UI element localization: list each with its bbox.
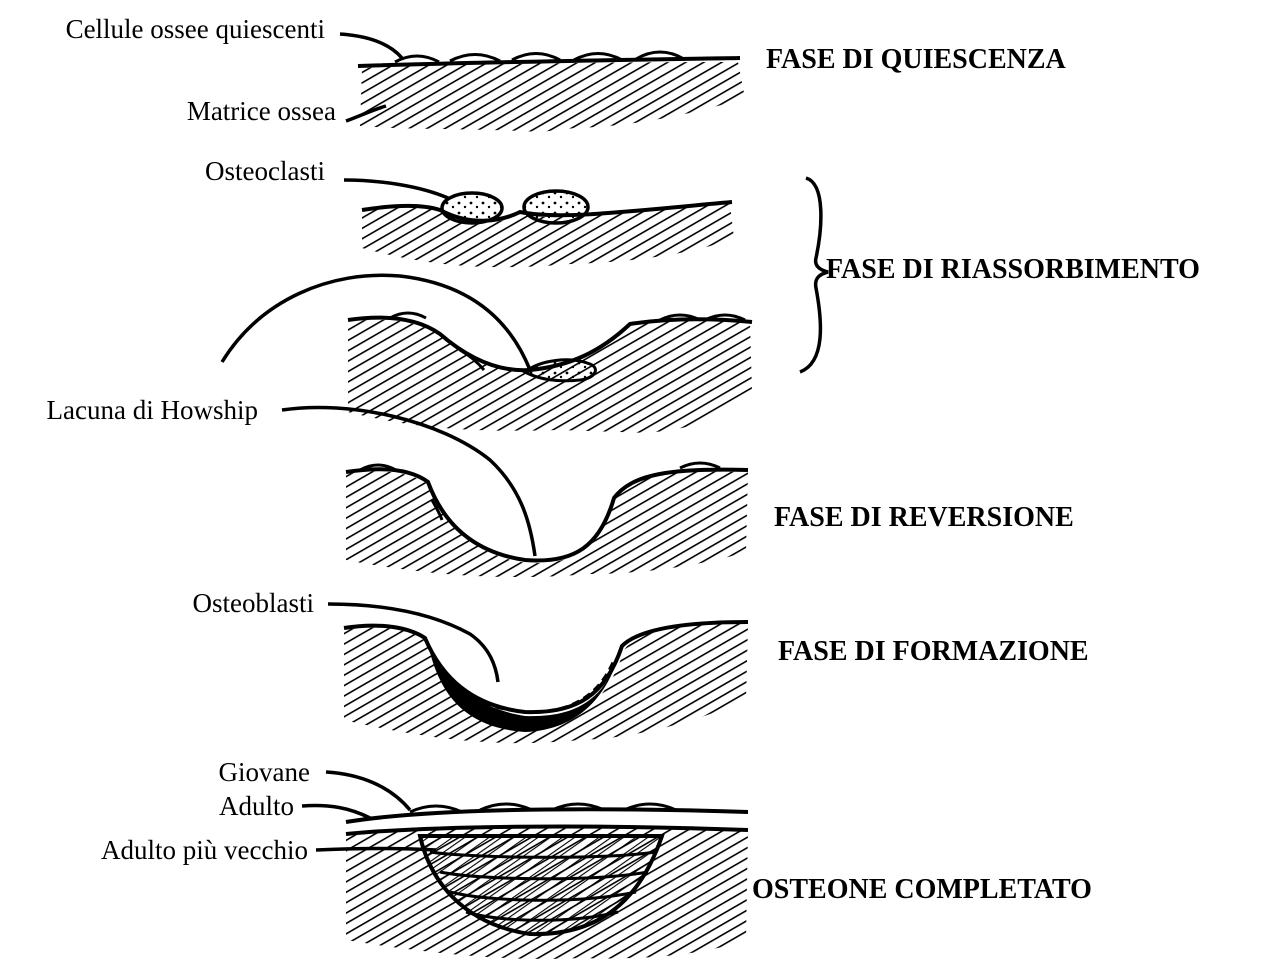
label-quiescent-cells: Cellule ossee quiescenti <box>66 14 325 44</box>
resorption-block-2 <box>348 313 752 433</box>
label-osteoblasts: Osteoblasti <box>193 588 315 618</box>
phase-completed: OSTEONE COMPLETATO <box>752 874 1092 905</box>
leader-quiescent-cells <box>340 34 402 58</box>
phase-formation: FASE DI FORMAZIONE <box>778 636 1089 667</box>
quiescence-block <box>358 52 745 132</box>
label-young: Giovane <box>219 757 310 787</box>
label-osteoclasts: Osteoclasti <box>205 156 325 186</box>
phase-reversal: FASE DI REVERSIONE <box>774 502 1074 533</box>
leader-older-adult <box>316 849 436 851</box>
resorption-block-1 <box>362 191 734 267</box>
phase-quiescence: FASE DI QUIESCENZA <box>766 44 1067 75</box>
label-adult: Adulto <box>219 791 294 821</box>
surface-line-young <box>346 809 748 822</box>
leader-adult <box>302 806 370 819</box>
bone-matrix-slab <box>360 62 745 132</box>
formation-block <box>344 622 748 743</box>
resorption-brace <box>800 178 828 372</box>
leader-young <box>326 772 410 810</box>
leader-osteoclasts <box>344 180 448 198</box>
label-bone-matrix: Matrice ossea <box>187 96 336 126</box>
label-howship-lacuna: Lacuna di Howship <box>47 395 258 425</box>
completed-block <box>346 804 748 959</box>
phase-resorption: FASE DI RIASSORBIMENTO <box>826 254 1200 285</box>
reversal-block <box>346 463 748 577</box>
labels: Cellule ossee quiescenti Matrice ossea O… <box>47 14 1200 905</box>
osteoclast-cell <box>524 191 588 223</box>
osteoclast-cell <box>442 193 502 223</box>
label-older-adult: Adulto più vecchio <box>101 835 308 865</box>
osteoclast-in-pit <box>525 360 595 381</box>
